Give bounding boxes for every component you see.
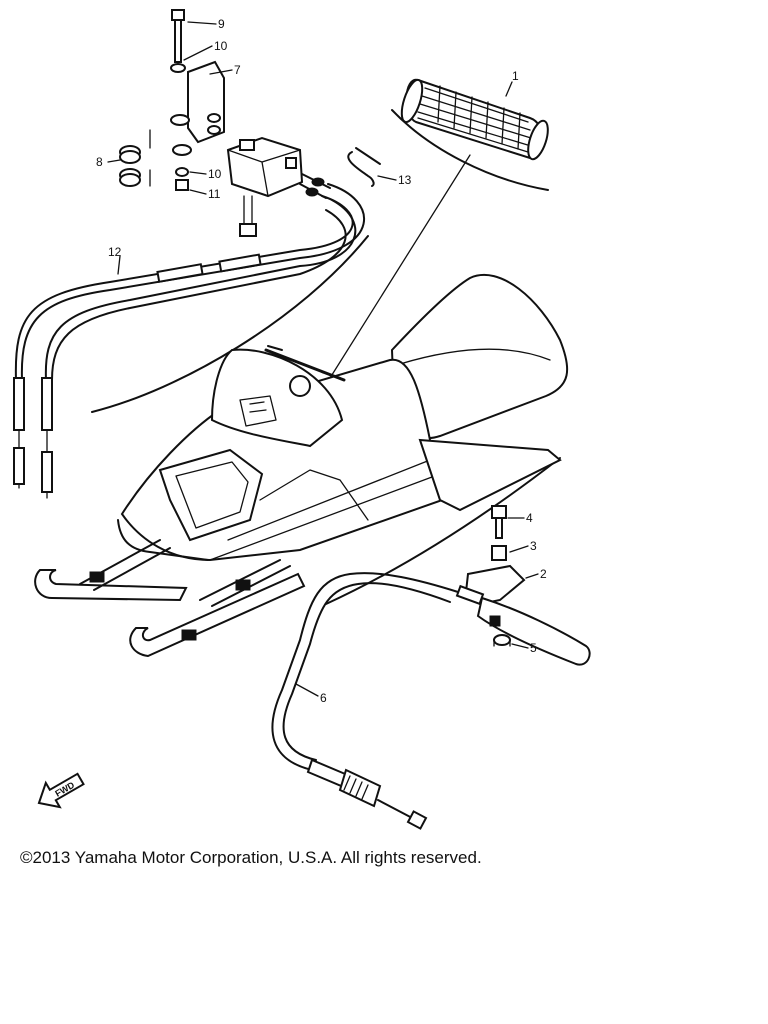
divider-grip — [391, 109, 549, 191]
callout-4: 4 — [526, 511, 533, 525]
grip-leader-line — [329, 154, 471, 379]
callout-13: 13 — [398, 173, 412, 187]
callout-9: 9 — [218, 17, 225, 31]
brake-cable — [271, 572, 459, 830]
callout-8: 8 — [96, 155, 103, 169]
callout-5: 5 — [530, 641, 537, 655]
fwd-arrow-icon: FWD — [37, 772, 85, 809]
parts-diagram: 9 10 7 8 10 11 12 13 1 2 3 4 5 6 FWD — [13, 9, 591, 830]
throttle-cables — [13, 183, 365, 499]
callout-7: 7 — [234, 63, 241, 77]
callout-12: 12 — [108, 245, 122, 259]
copyright-notice: ©2013 Yamaha Motor Corporation, U.S.A. A… — [20, 848, 482, 867]
brake-lever-assembly — [455, 505, 591, 666]
callout-2: 2 — [540, 567, 547, 581]
callout-11: 11 — [208, 187, 221, 201]
throttle-housing-assembly — [119, 9, 331, 237]
callout-1: 1 — [512, 69, 519, 83]
handlebar-grip — [400, 78, 549, 161]
callout-10b: 10 — [208, 167, 222, 181]
divider-upper — [91, 235, 369, 413]
cable-clip — [347, 147, 381, 187]
leader-lines — [107, 21, 539, 697]
snowmobile — [34, 273, 569, 658]
callout-10a: 10 — [214, 39, 228, 53]
callout-6: 6 — [320, 691, 327, 705]
divider-lower — [325, 457, 561, 605]
callout-3: 3 — [530, 539, 537, 553]
